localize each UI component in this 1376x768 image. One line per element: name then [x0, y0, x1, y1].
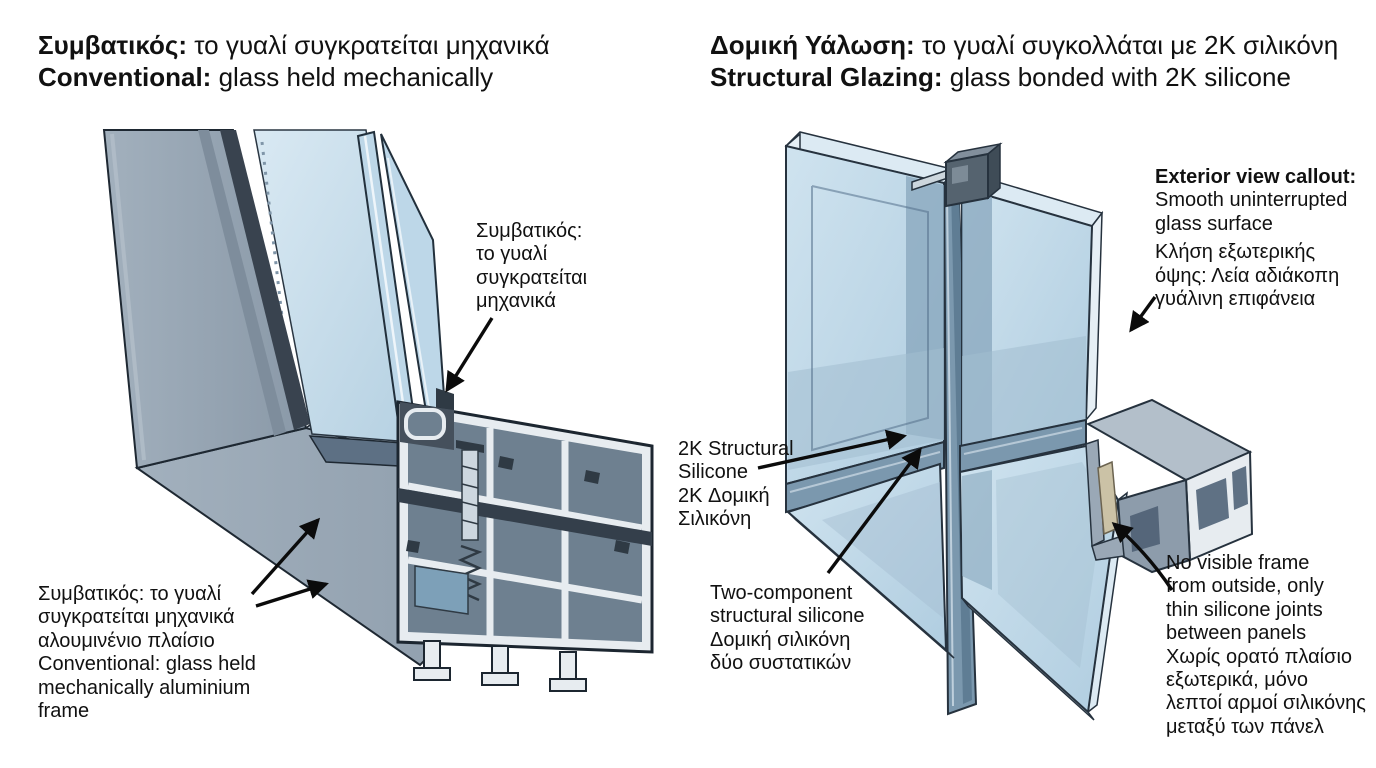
arrow-to-glazing-bead [445, 317, 494, 393]
callout-line: μηχανικά [476, 290, 556, 313]
callout-line: frame [38, 699, 90, 722]
chamber-webs [407, 428, 643, 639]
pane2-highlight [387, 157, 434, 433]
callout-line: μεταξύ των πάνελ [1166, 715, 1324, 738]
ul-inner-frame-line [811, 185, 929, 452]
callout-line: Two-component [710, 582, 853, 604]
arrow-to-sill-face [255, 579, 329, 608]
panel-lower-left [786, 462, 955, 659]
callout-line: το γυαλί [476, 243, 548, 266]
transom-profile [1085, 398, 1254, 574]
ll-interior-reveal [822, 482, 943, 618]
callout-line: όψης: Λεία αδιάκοπη [1155, 264, 1340, 287]
callout-line: συγκρατείται [476, 266, 588, 289]
panel-upper-left [784, 131, 958, 486]
callout-line: Συμβατικός: το γυαλί [38, 583, 222, 605]
jamb-shadow-stripe [198, 130, 286, 436]
callout-line: Δομική σιλικόνη [710, 628, 851, 651]
bottom-fins [413, 640, 587, 692]
arrow-2k-silicone [757, 429, 907, 470]
callout-line: between panels [1166, 622, 1307, 645]
callout-line: γυάλινη επιφάνεια [1155, 287, 1316, 310]
profile-chamber-1 [1196, 478, 1229, 530]
callout-line: λεπτοί αρμοί σιλικόνης [1166, 692, 1366, 715]
left-title-english: Conventional: glass held mechanically [38, 61, 494, 92]
jamb-gasket [220, 130, 310, 430]
callout-line: δύο συστατικών [710, 652, 852, 675]
lr-interior-reveal [996, 462, 1104, 668]
pane1-highlight [363, 135, 410, 439]
callout-line: εξωτερικά, μόνο [1166, 668, 1309, 691]
callout-no-visible-frame: No visible frame from outside, only thin… [1166, 552, 1366, 739]
callout-line: Συμβατικός: [476, 220, 583, 242]
ll-glass-face [786, 462, 948, 653]
screw-shaft [461, 449, 479, 541]
left-diagram-conventional-window [102, 129, 654, 692]
callout-line: 2K Δομική [678, 484, 770, 507]
lr-mullion-through-glass [962, 470, 992, 590]
mullion-highlight [946, 191, 954, 707]
profile-chamber-2 [1232, 466, 1248, 510]
callout-line-bold: Exterior view callout: [1155, 166, 1357, 188]
glazing-bead-tube [404, 408, 446, 440]
callout-line: αλουμινένιο πλαίσιο [38, 629, 215, 652]
panel-lower-right [958, 444, 1129, 721]
jamb-highlight [110, 133, 146, 461]
gasket-bits [406, 456, 630, 554]
callout-line: 2K Structural [678, 438, 794, 460]
callout-line: Smooth uninterrupted [1155, 189, 1348, 212]
screw-threads [461, 465, 479, 525]
callout-line: from outside, only [1166, 575, 1324, 598]
right-diagram-structural-glazing [757, 131, 1254, 721]
callout-line: No visible frame [1166, 552, 1310, 574]
profile-connector [1085, 438, 1105, 548]
right-title: Δομική Υάλωση: το γυαλί συγκολλάται με 2… [710, 30, 1338, 93]
jamb-face [102, 129, 308, 470]
transom-right-highlight [963, 427, 1083, 455]
bracket-right-face [987, 142, 1001, 200]
thermal-break-block [414, 565, 469, 615]
callout-line: mechanically aluminium [38, 676, 251, 699]
callout-exterior-view: Exterior view callout: Smooth uninterrup… [1155, 166, 1356, 311]
callout-line: structural silicone [710, 605, 865, 628]
left-arrows [250, 317, 494, 608]
callout-two-component: Two-component structural silicone Δομική… [710, 582, 865, 676]
arrow-no-visible-frame [1111, 521, 1174, 591]
arrow-exterior-view [1129, 296, 1157, 333]
callout-conventional-frame: Συμβατικός: το γυαλί συγκρατείται μηχανι… [38, 583, 256, 723]
left-title: Συμβατικός: το γυαλί συγκρατείται μηχανι… [38, 30, 550, 93]
callout-line: glass surface [1155, 212, 1273, 235]
right-arrows [757, 296, 1174, 591]
callout-conventional-glass: Συμβατικός: το γυαλί συγκρατείται μηχανι… [476, 220, 587, 314]
callout-line: Conventional: glass held [38, 653, 256, 676]
callout-line: Χωρίς ορατό πλαίσιο [1166, 645, 1353, 668]
arrow-two-component [826, 447, 922, 575]
callout-line: Silicone [678, 461, 749, 484]
right-title-english: Structural Glazing: glass bonded with 2K… [710, 61, 1291, 92]
bracket-detail [952, 165, 968, 184]
profile-chamber-3 [1130, 506, 1160, 552]
ur-interior-reveal [962, 336, 1086, 446]
profile-section-cut [396, 400, 654, 692]
callout-line: Σιλικόνη [678, 508, 752, 531]
glazing-spacer [260, 141, 294, 405]
anchor-bracket [911, 142, 1003, 208]
right-title-greek: Δομική Υάλωση: το γυαλί συγκολλάται με 2… [710, 30, 1339, 60]
callout-line: Κλήση εξωτερικής [1155, 241, 1316, 264]
callout-line: συγκρατείται μηχανικά [38, 606, 235, 629]
arrow-to-sill-top [250, 517, 321, 596]
panel-upper-right [960, 174, 1104, 448]
lr-glass-face [958, 444, 1120, 715]
left-title-greek: Συμβατικός: το γυαλί συγκρατείται μηχανι… [38, 30, 550, 60]
callout-2k-silicone: 2K Structural Silicone 2K Δομική Σιλικόν… [678, 438, 794, 532]
callout-line: thin silicone joints [1166, 598, 1323, 621]
